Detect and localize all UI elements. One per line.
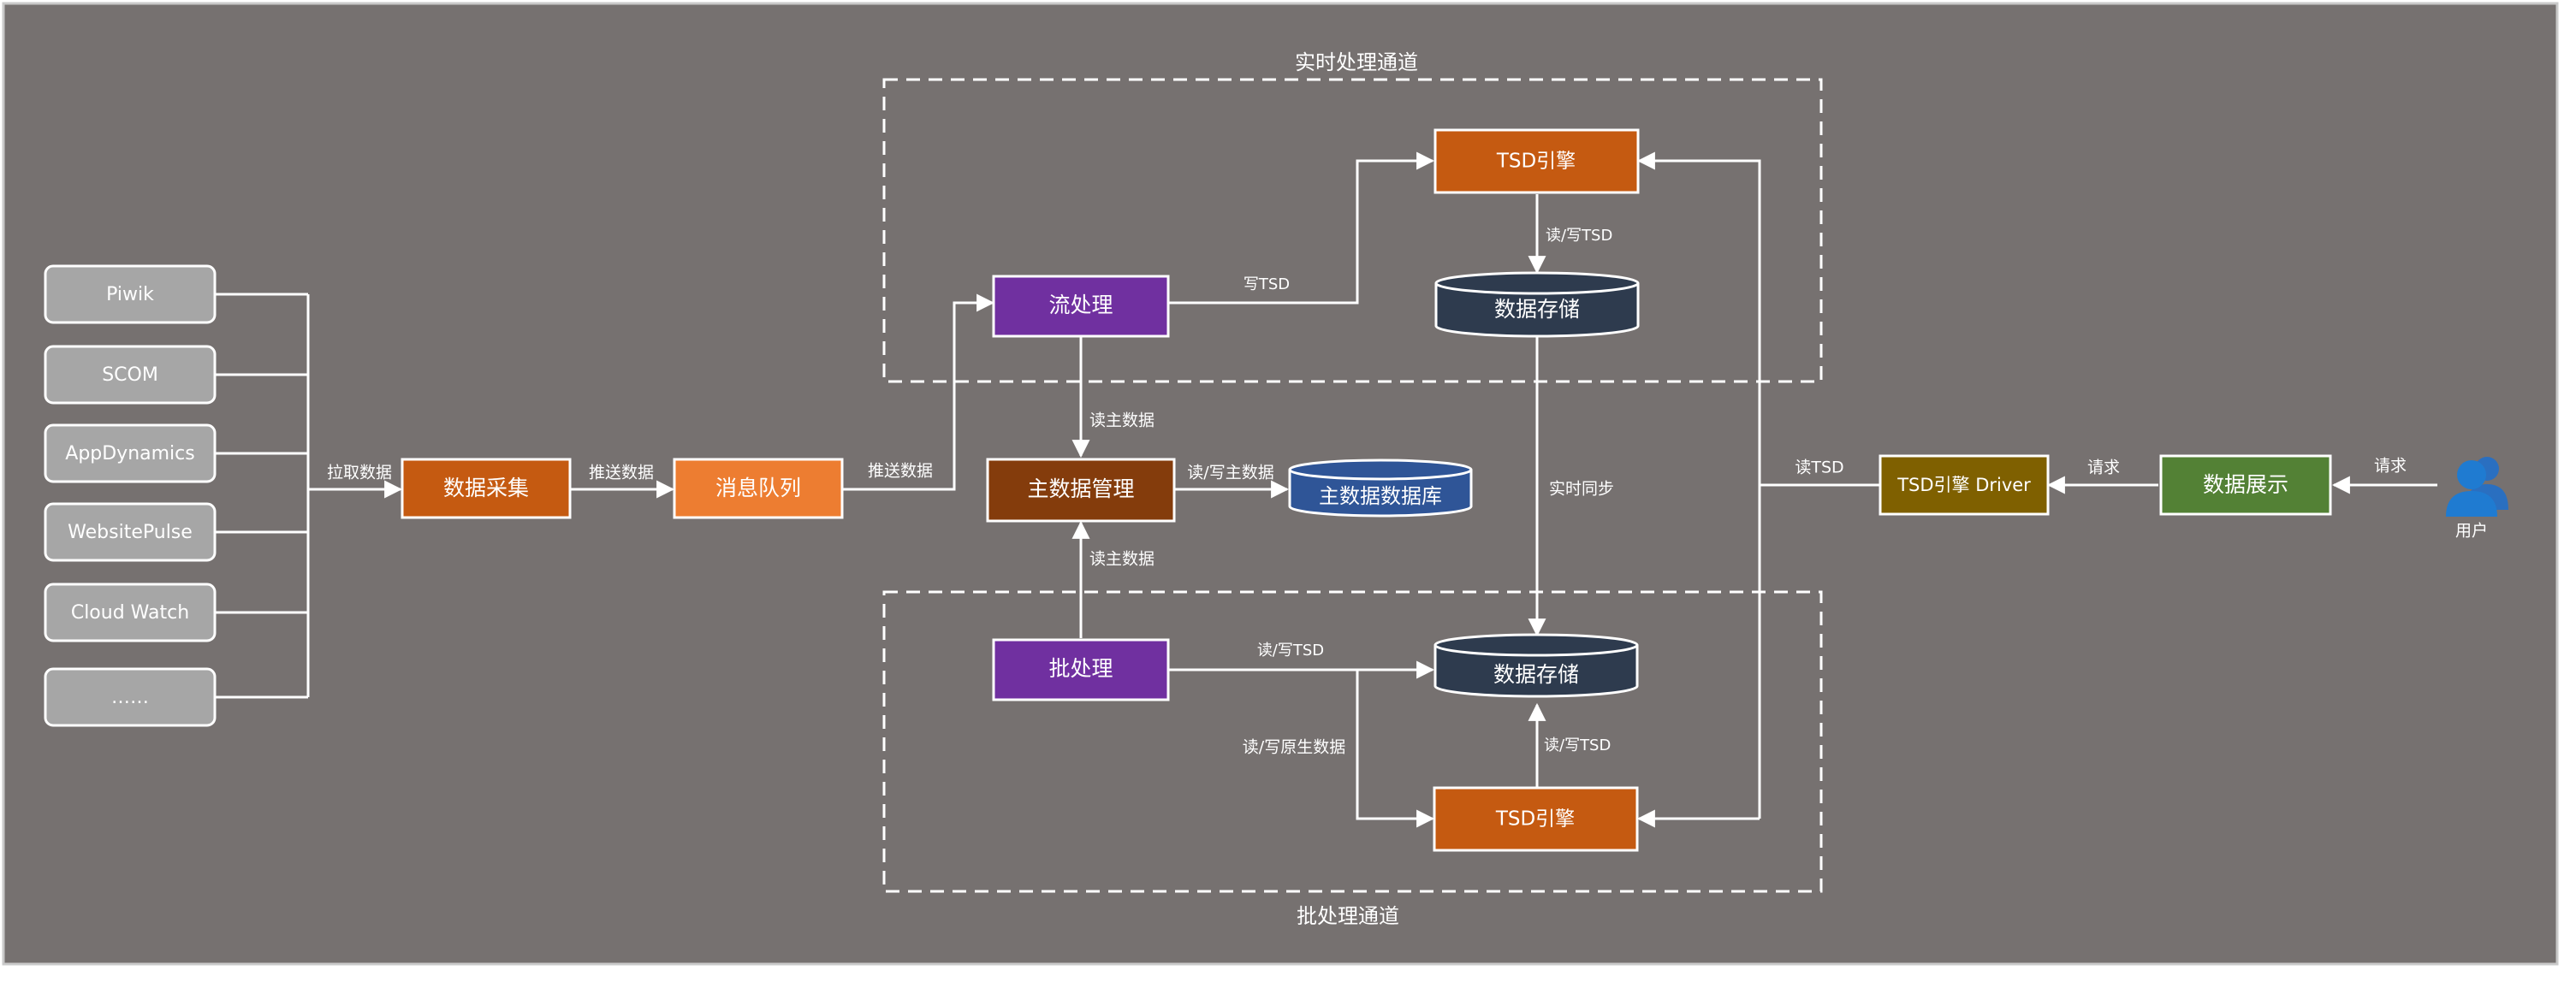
source-appdynamics: AppDynamics bbox=[44, 423, 217, 483]
master-db: 主数据数据库 bbox=[1288, 459, 1473, 518]
batch-region-title: 批处理通道 bbox=[1297, 904, 1399, 928]
node-master: 主数据管理 bbox=[986, 458, 1176, 523]
source-appdynamics-label: AppDynamics bbox=[65, 443, 194, 464]
storage-bottom: 数据存储 bbox=[1433, 633, 1639, 698]
node-tsd-bottom: TSD引擎 bbox=[1433, 786, 1639, 852]
edge-label-rw-tsd-batch: 读/写TSD bbox=[1257, 642, 1324, 660]
user-icon bbox=[2446, 457, 2508, 517]
node-driver: TSD引擎 Driver bbox=[1879, 454, 2050, 516]
edge-label-request-right: 请求 bbox=[2374, 457, 2407, 476]
node-batch-label: 批处理 bbox=[1048, 656, 1113, 681]
node-stream: 流处理 bbox=[992, 275, 1170, 338]
edge-label-push-1: 推送数据 bbox=[589, 464, 654, 482]
edge-label-write-tsd: 写TSD bbox=[1243, 275, 1290, 293]
node-tsd-top: TSD引擎 bbox=[1433, 128, 1640, 194]
source-scom-label: SCOM bbox=[102, 364, 158, 386]
source-scom: SCOM bbox=[44, 345, 217, 405]
node-master-label: 主数据管理 bbox=[1027, 476, 1134, 501]
storage-top-label: 数据存储 bbox=[1494, 297, 1580, 322]
connectors bbox=[215, 151, 2437, 828]
edge-label-realtime-sync: 实时同步 bbox=[1549, 480, 1614, 499]
edge-label-read-master-top: 读主数据 bbox=[1089, 411, 1154, 430]
edge-label-read-tsd: 读TSD bbox=[1795, 459, 1843, 477]
source-more: …… bbox=[44, 667, 217, 727]
node-driver-label: TSD引擎 Driver bbox=[1896, 475, 2031, 495]
realtime-region bbox=[882, 78, 1823, 383]
edge-label-rw-tsd-top: 读/写TSD bbox=[1546, 227, 1612, 245]
source-piwik-label: Piwik bbox=[106, 284, 154, 305]
storage-bottom-label: 数据存储 bbox=[1493, 662, 1579, 687]
realtime-region-title: 实时处理通道 bbox=[1295, 50, 1418, 74]
user-label: 用户 bbox=[2455, 522, 2488, 541]
edge-label-read-master-bottom: 读主数据 bbox=[1089, 550, 1154, 569]
node-stream-label: 流处理 bbox=[1048, 293, 1113, 317]
node-queue: 消息队列 bbox=[673, 458, 844, 519]
storage-top: 数据存储 bbox=[1434, 271, 1640, 338]
edge-label-pull: 拉取数据 bbox=[327, 464, 392, 482]
source-websitepulse: WebsitePulse bbox=[44, 502, 217, 562]
node-collect: 数据采集 bbox=[401, 458, 572, 519]
node-batch: 批处理 bbox=[992, 638, 1170, 701]
edge-label-rw-raw: 读/写原生数据 bbox=[1243, 738, 1345, 757]
source-cloudwatch-label: Cloud Watch bbox=[71, 602, 189, 624]
edge-label-push-2: 推送数据 bbox=[868, 462, 933, 481]
source-list: Piwik SCOM AppDynamics WebsitePulse Clou… bbox=[44, 264, 217, 727]
node-display: 数据展示 bbox=[2159, 454, 2332, 516]
edge-label-request-left: 请求 bbox=[2087, 459, 2120, 477]
source-cloudwatch: Cloud Watch bbox=[44, 583, 217, 642]
source-websitepulse-label: WebsitePulse bbox=[68, 522, 193, 543]
edge-label-rw-master: 读/写主数据 bbox=[1187, 464, 1273, 482]
node-collect-label: 数据采集 bbox=[443, 476, 529, 500]
master-db-label: 主数据数据库 bbox=[1319, 484, 1442, 508]
node-display-label: 数据展示 bbox=[2203, 472, 2288, 497]
source-more-label: …… bbox=[111, 687, 149, 708]
batch-region bbox=[882, 590, 1823, 893]
edge-label-rw-tsd-bottom: 读/写TSD bbox=[1544, 737, 1611, 754]
node-queue-label: 消息队列 bbox=[715, 476, 801, 500]
node-tsd-top-label: TSD引擎 bbox=[1496, 151, 1576, 173]
source-piwik: Piwik bbox=[44, 264, 217, 324]
node-tsd-bottom-label: TSD引擎 bbox=[1495, 808, 1575, 831]
